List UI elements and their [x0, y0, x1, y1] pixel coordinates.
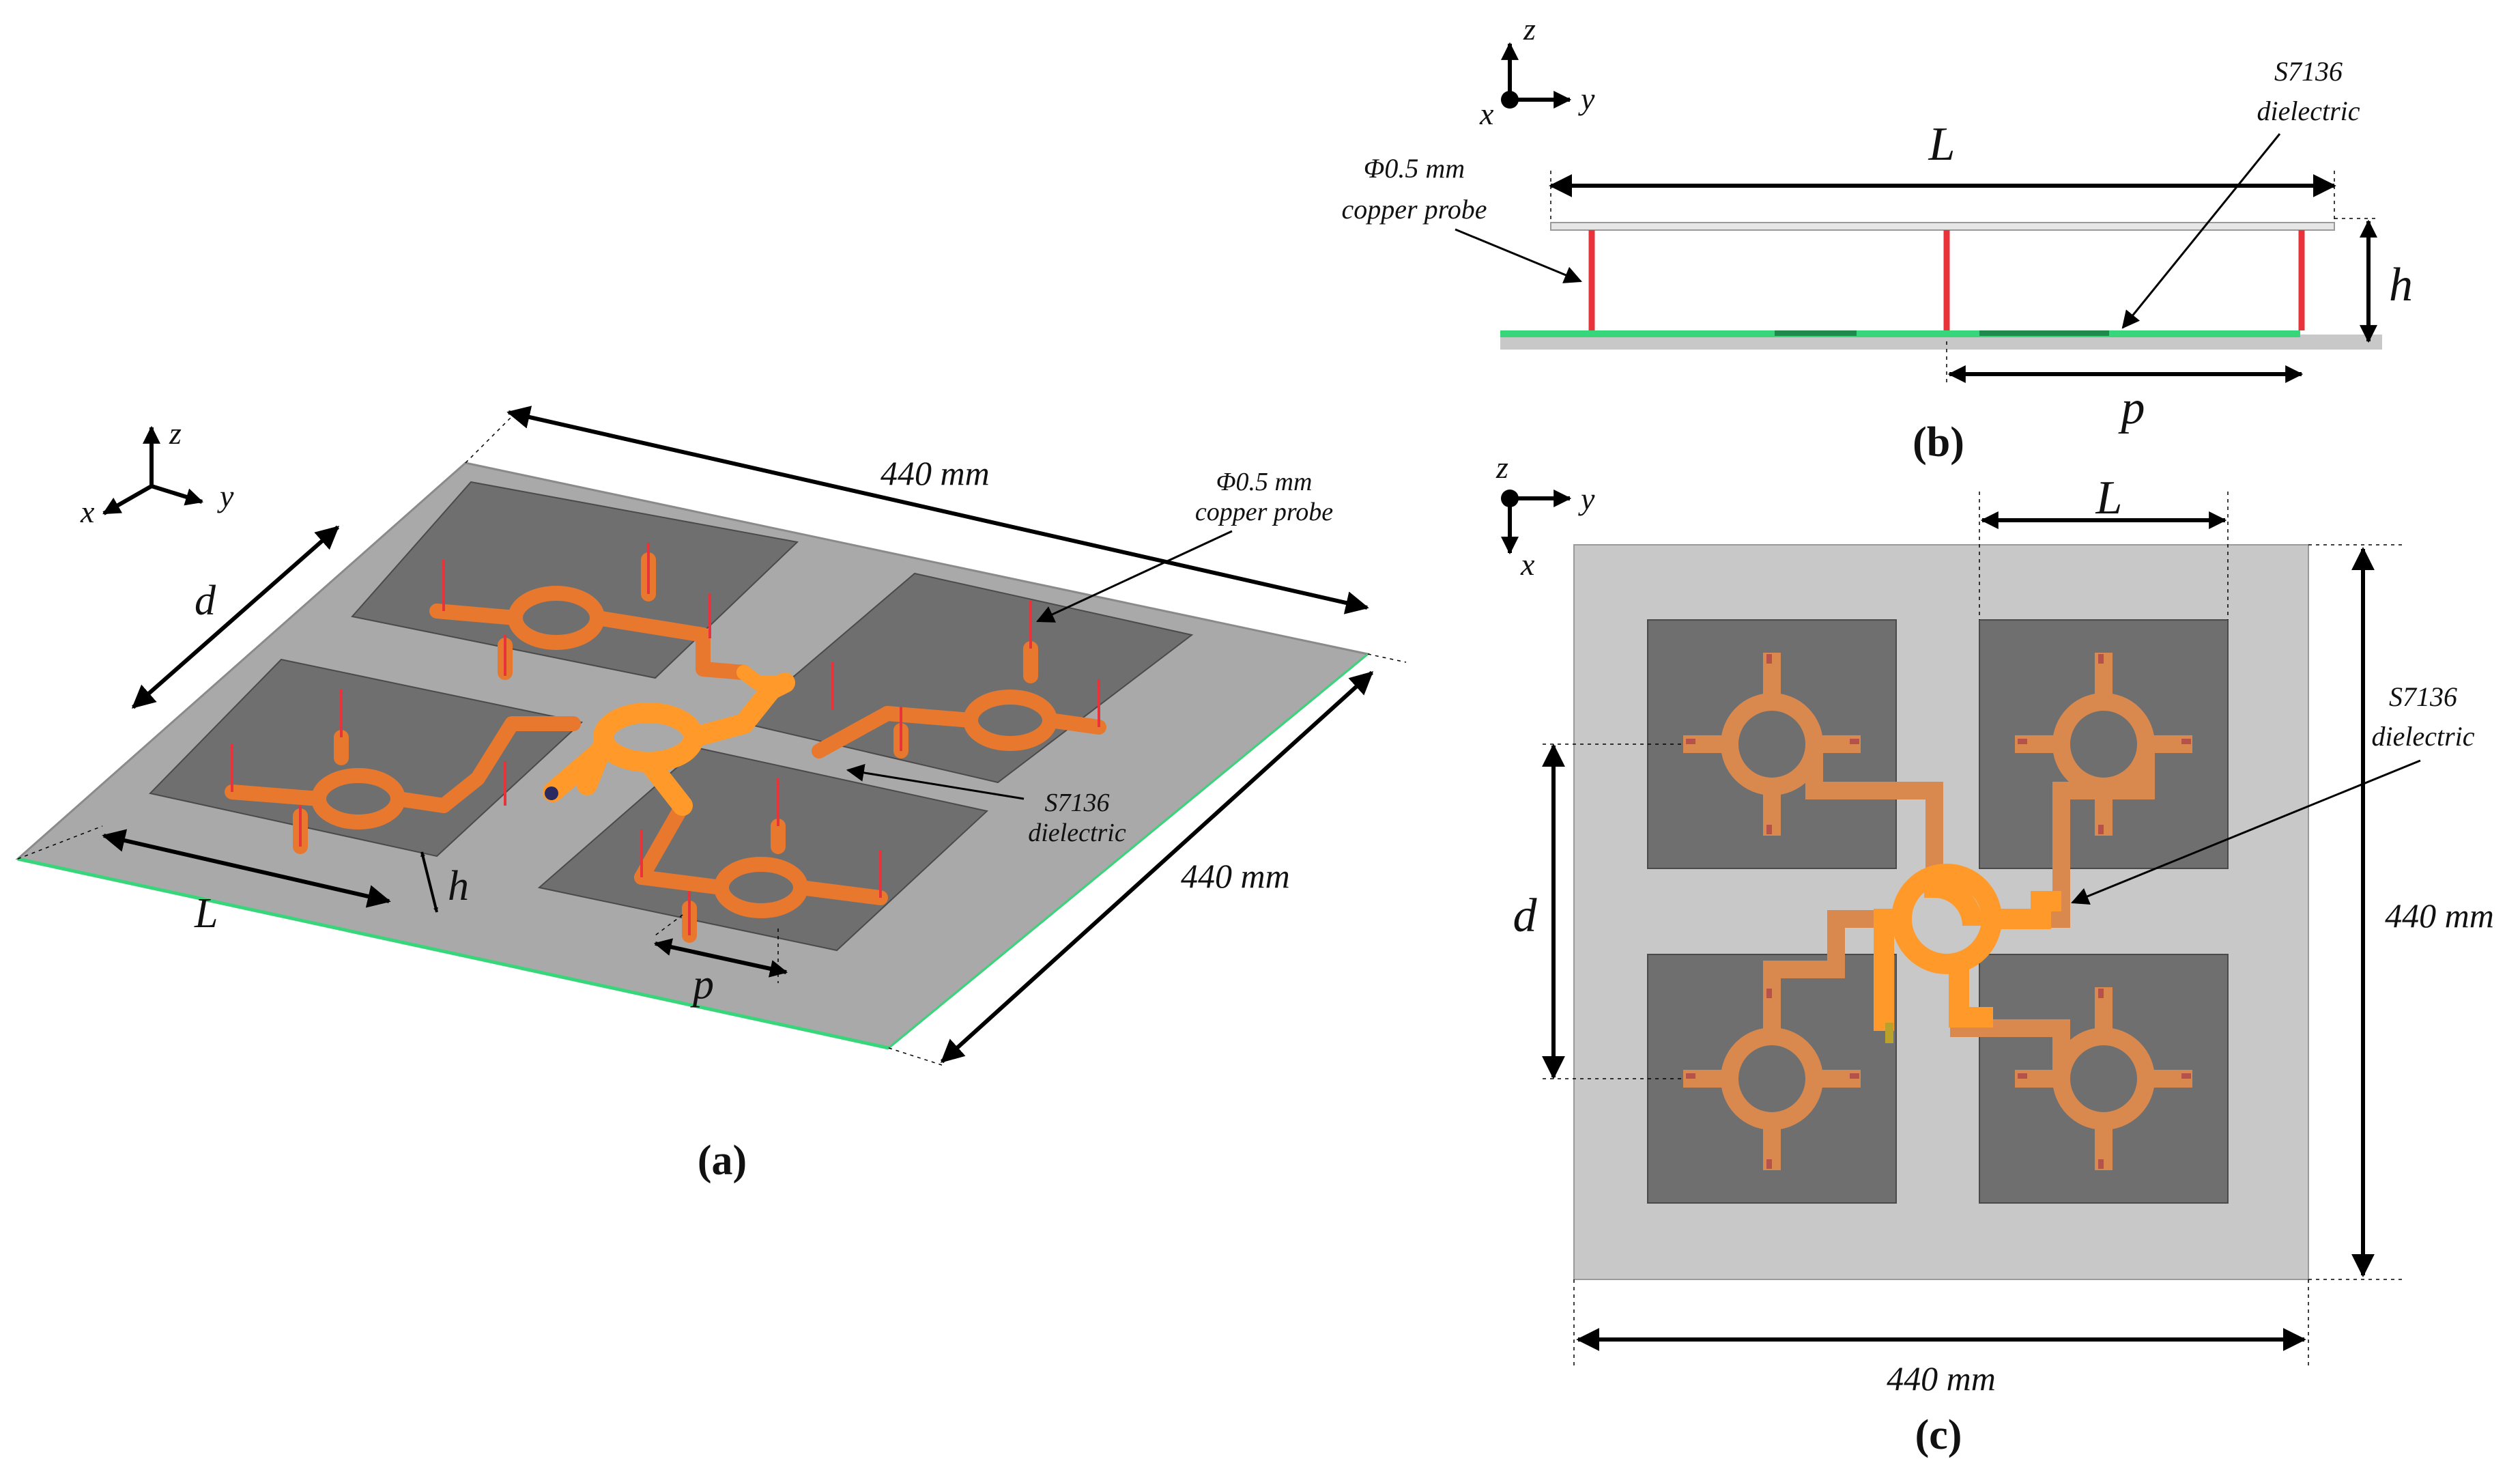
caption-c: (c)	[1915, 1412, 1962, 1458]
dimension-a-L: L	[194, 890, 218, 937]
axis-z-label-b: z	[1523, 12, 1536, 46]
axis-y-label-b: y	[1578, 81, 1595, 116]
dimension-c-d: d	[1513, 890, 1538, 942]
axis-y-label-a: y	[217, 479, 234, 513]
central-junction-a	[543, 672, 795, 816]
probes-b	[1588, 230, 2305, 330]
dimension-c-height: 440 mm	[2385, 896, 2494, 935]
dielectric-callout-b	[2121, 133, 2281, 329]
probe-label-a-1: Φ0.5 mm	[1216, 468, 1313, 496]
central-junction-c	[1874, 864, 2061, 1031]
axis-y-label-c: y	[1578, 481, 1595, 516]
caption-a: (a)	[698, 1137, 747, 1184]
dimension-arrow-a-L	[102, 829, 391, 908]
probe-label-b-2: copper probe	[1342, 194, 1487, 225]
panel-b: z y x L h p Φ0.5 mm copper probe S7136 d…	[1342, 12, 2413, 466]
probe-label-b-1: Φ0.5 mm	[1364, 153, 1465, 184]
probes-c	[1686, 654, 2191, 1169]
dielectric-callout-c	[2070, 759, 2421, 905]
ground-plane-b	[1500, 335, 2382, 350]
probe-callout-a	[1036, 530, 1233, 623]
axis-triad-a: z y x	[80, 416, 234, 529]
dimension-arrow-a-width	[506, 406, 1369, 614]
feed-line-b-2	[1979, 330, 2109, 336]
coax-feed-c	[1885, 1023, 1893, 1043]
dimension-a-p: p	[690, 961, 714, 1008]
dimension-c-L: L	[2095, 472, 2123, 524]
dielectric-label-c-2: dielectric	[2371, 721, 2474, 752]
panel-a: z y x	[15, 406, 1407, 1184]
dielectric-label-b-2: dielectric	[2257, 96, 2360, 126]
axis-x-label-a: x	[80, 494, 95, 529]
guide-lines-c	[1543, 492, 2403, 1365]
dimension-arrow-a-depth	[940, 670, 1374, 1064]
axis-triad-b: z y x	[1479, 12, 1595, 131]
probe-label-a-2: copper probe	[1195, 498, 1333, 526]
axis-triad-c: z y x	[1495, 450, 1595, 582]
dimension-arrow-a-d	[131, 525, 340, 709]
axis-x-label-c: x	[1520, 547, 1535, 582]
dimension-b-p: p	[2118, 382, 2145, 434]
dielectric-callout-a	[846, 763, 1025, 800]
patch-b	[1550, 222, 2335, 231]
dielectric-label-a-1: S7136	[1045, 789, 1110, 817]
dimension-b-L: L	[1928, 118, 1956, 171]
dimension-b-h: h	[2389, 259, 2413, 311]
dielectric-label-b-1: S7136	[2274, 56, 2343, 87]
coax-feed-a	[545, 786, 558, 800]
dimension-a-width: 440 mm	[880, 454, 990, 492]
dimension-a-depth: 440 mm	[1181, 857, 1290, 895]
axis-z-label-a: z	[169, 416, 182, 451]
axis-z-label-c: z	[1495, 450, 1508, 485]
dimension-a-d: d	[195, 578, 216, 624]
probe-callout-b	[1455, 228, 1583, 283]
feed-line-b-1	[1775, 330, 1857, 336]
dielectric-label-a-2: dielectric	[1028, 819, 1126, 847]
caption-b: (b)	[1913, 419, 1964, 466]
dielectric-layer-b	[1500, 330, 2300, 337]
dimension-arrow-a-h	[420, 851, 438, 913]
axis-x-label-b: x	[1479, 96, 1494, 131]
panel-c: z y x	[1495, 450, 2494, 1458]
dimension-c-width: 440 mm	[1887, 1359, 1996, 1398]
dielectric-label-c-1: S7136	[2389, 681, 2457, 712]
dimension-a-h: h	[448, 863, 469, 909]
dimension-arrow-a-p	[653, 938, 788, 978]
